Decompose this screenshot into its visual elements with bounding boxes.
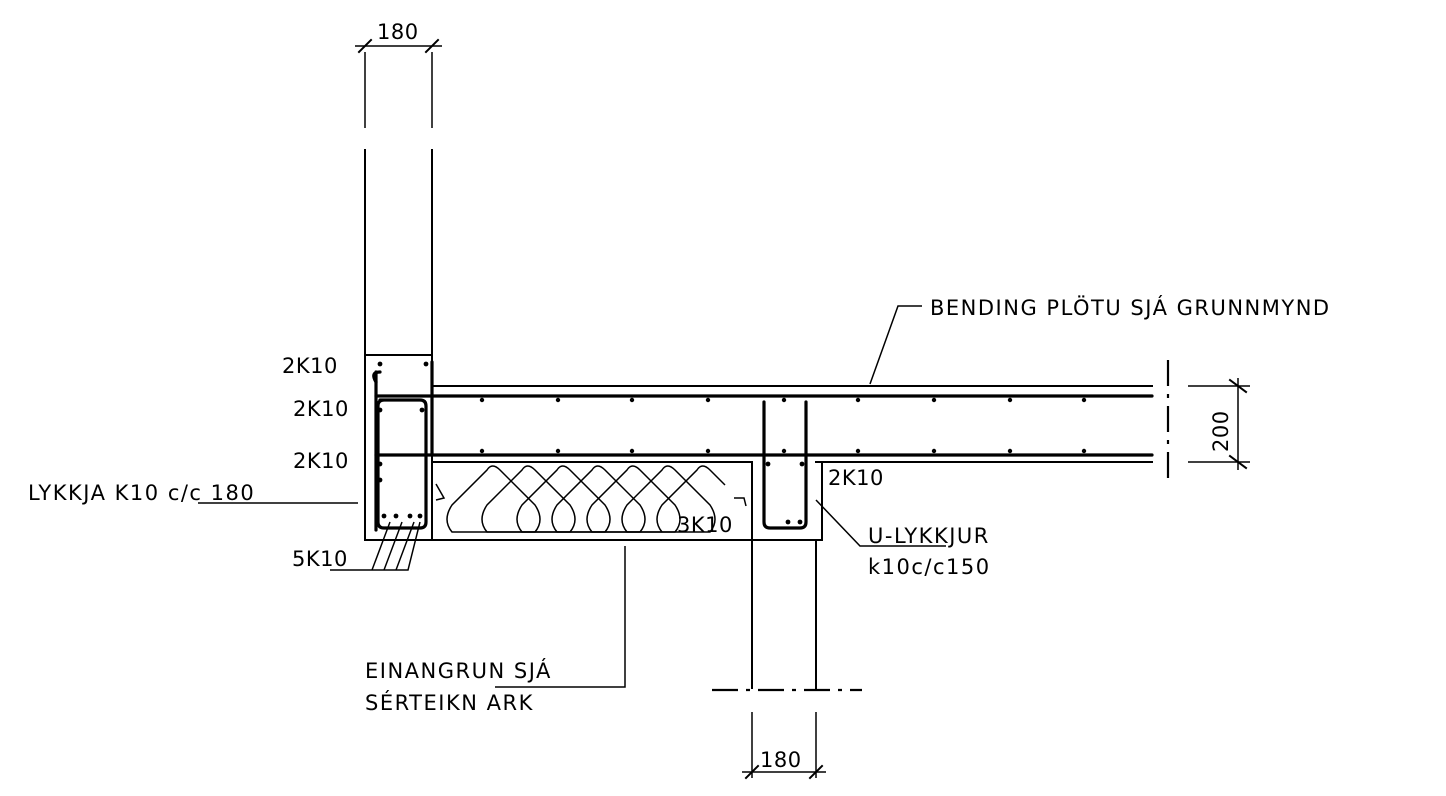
dimension-bottom-wall: 180 [742,712,826,780]
slab-bending-note: BENDING PLÖTU SJÁ GRUNNMYND [930,295,1331,320]
loop-note: LYKKJA K10 c/c 180 [28,481,255,505]
label-5k10: 5K10 [292,547,348,571]
u-loop-line2: k10c/c150 [868,555,991,579]
lower-wall [712,400,862,692]
dimension-label-top: 180 [377,20,419,44]
label-2k10-top: 2K10 [282,354,338,378]
u-loop-line1: U-LYKKJUR [868,524,990,548]
insulation-line2: SÉRTEIKN ARK [365,690,534,715]
dimension-slab-thickness: 200 [1188,378,1250,470]
label-3k10: 3K10 [677,513,733,537]
label-2k10-lower: 2K10 [293,449,349,473]
label-2k10-right: 2K10 [828,466,884,490]
label-2k10-middle: 2K10 [293,397,349,421]
dimension-top-wall: 180 [355,20,442,128]
insulation-line1: EINANGRUN SJÁ [365,658,552,683]
leader-lines [198,305,946,688]
edge-beam [364,360,823,541]
dimension-label-slab: 200 [1209,410,1233,452]
slab-rebar-dots [479,397,1087,454]
insulation-block [431,461,753,541]
dimension-label-bottom: 180 [760,748,802,772]
